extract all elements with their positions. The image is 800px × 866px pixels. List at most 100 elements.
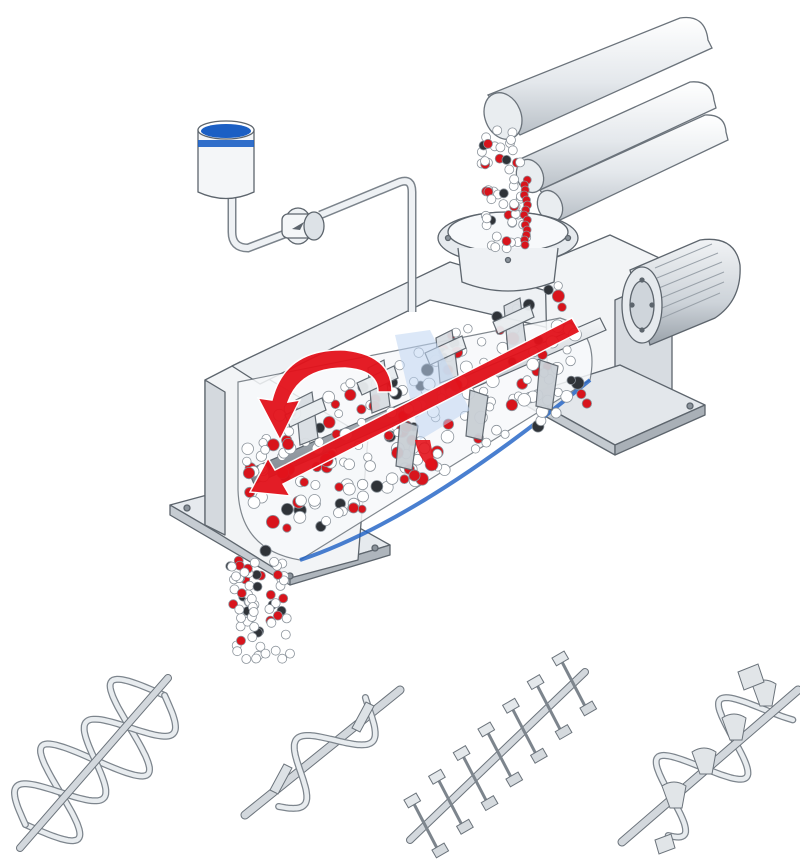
particle <box>280 629 291 640</box>
particle <box>228 599 239 610</box>
particle <box>334 409 344 419</box>
particle <box>385 472 399 485</box>
particle <box>506 135 516 145</box>
particle <box>242 456 252 467</box>
particle <box>553 281 563 291</box>
particle <box>255 641 266 652</box>
particle <box>408 469 421 482</box>
particle <box>260 648 271 659</box>
particle <box>236 613 246 623</box>
particle <box>432 448 443 459</box>
particle <box>281 613 292 624</box>
particle <box>278 575 289 586</box>
particle <box>278 593 289 604</box>
particle <box>500 429 510 439</box>
particle <box>363 452 373 462</box>
particle <box>285 648 295 659</box>
particle <box>272 610 283 621</box>
particle <box>509 199 519 209</box>
particle <box>280 502 294 516</box>
particle <box>249 622 260 632</box>
particle <box>333 507 344 519</box>
particle <box>239 567 250 578</box>
particle <box>244 580 255 591</box>
particle <box>265 515 280 529</box>
flow-arrows <box>248 317 582 497</box>
particle <box>515 157 525 168</box>
particle <box>252 581 263 592</box>
particle <box>357 490 369 503</box>
flow-meter-icon <box>281 207 325 245</box>
agitator-variants <box>10 650 800 859</box>
particle <box>399 474 410 485</box>
particle <box>470 444 481 454</box>
particle <box>501 236 512 247</box>
particle <box>322 390 336 404</box>
particle <box>344 388 357 401</box>
particle <box>232 646 243 657</box>
particle <box>551 289 565 303</box>
particle <box>234 604 245 615</box>
particle <box>492 125 503 136</box>
particle <box>491 231 502 242</box>
particle <box>249 557 260 568</box>
particle <box>321 516 332 527</box>
particle <box>526 357 540 371</box>
feed-pipes <box>483 16 729 223</box>
particle <box>505 398 518 412</box>
particle <box>236 588 247 599</box>
particle <box>517 393 531 407</box>
particle <box>491 424 502 436</box>
liquid-dosing-system <box>197 120 417 312</box>
particle <box>576 389 587 400</box>
rotation-arrow <box>256 349 393 442</box>
particle <box>293 510 307 524</box>
particle <box>562 345 572 355</box>
particle <box>251 653 262 664</box>
particle <box>247 632 258 643</box>
particle <box>565 355 576 367</box>
particle <box>281 437 295 451</box>
particle <box>566 375 576 385</box>
particle <box>560 390 573 403</box>
particle <box>242 466 256 480</box>
particle <box>236 635 246 646</box>
particle <box>480 156 490 167</box>
particle <box>241 442 254 456</box>
particle <box>269 557 280 567</box>
particle <box>342 482 356 496</box>
falling-material-stream <box>476 125 532 254</box>
particle <box>264 604 275 614</box>
liquid-tank <box>197 129 255 200</box>
particle <box>357 504 367 514</box>
particle <box>277 653 288 664</box>
particle <box>308 494 321 507</box>
particle <box>270 598 281 608</box>
particle <box>356 478 369 491</box>
particle <box>294 494 307 507</box>
discharge-material <box>225 555 295 664</box>
particle <box>483 138 493 149</box>
particle <box>509 174 519 185</box>
particle <box>543 284 554 296</box>
particle <box>486 194 497 205</box>
particle <box>364 460 376 472</box>
particle <box>501 154 512 165</box>
particle <box>507 217 518 228</box>
particle <box>557 302 567 312</box>
particle <box>241 654 252 664</box>
particle <box>383 430 394 441</box>
particle <box>550 407 562 419</box>
particle <box>581 398 593 409</box>
particle <box>370 480 384 493</box>
ribbon-paddle-agitator <box>240 685 405 820</box>
plough-ribbon-agitator <box>617 663 800 855</box>
particle <box>226 561 237 572</box>
particle <box>481 437 492 448</box>
particle <box>299 477 309 487</box>
particle <box>246 593 257 604</box>
particle <box>247 496 261 509</box>
paddle-agitator <box>403 650 598 859</box>
particle <box>507 145 518 156</box>
